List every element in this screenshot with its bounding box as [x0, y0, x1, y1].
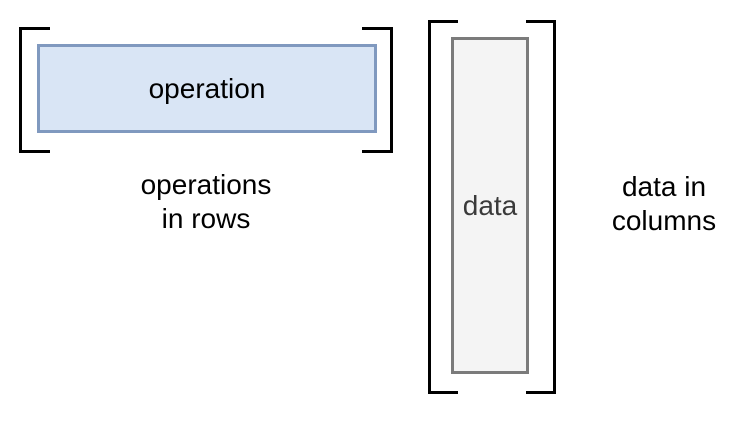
- operation-cell-label: operation: [148, 72, 266, 104]
- operation-caption-line1: operations: [140, 169, 272, 200]
- data-cell: data: [451, 37, 529, 374]
- data-matrix-left-bracket: [428, 20, 458, 394]
- operation-matrix-left-bracket: [19, 27, 50, 153]
- operation-cell: operation: [37, 44, 377, 133]
- data-caption-line1: data in: [621, 171, 707, 202]
- data-cell-label: data: [462, 189, 518, 221]
- data-matrix-right-bracket: [526, 20, 556, 394]
- operation-matrix-right-bracket: [362, 27, 393, 153]
- data-caption: data in columns: [583, 170, 745, 238]
- operation-caption-line2: in rows: [161, 203, 251, 234]
- data-caption-line2: columns: [611, 205, 717, 236]
- operation-caption: operations in rows: [19, 168, 393, 236]
